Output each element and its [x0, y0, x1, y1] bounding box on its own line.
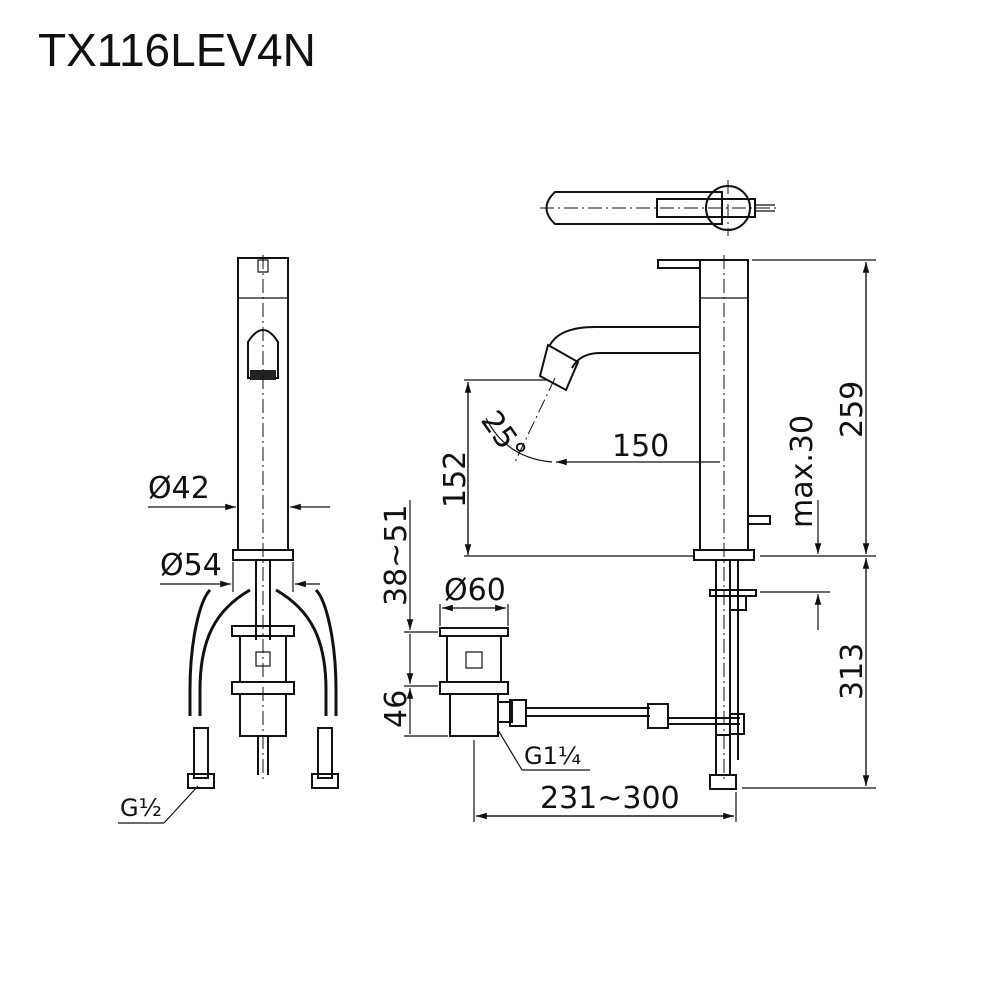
dim-range-231-300: 231~300	[540, 781, 680, 816]
front-base-ring	[232, 549, 294, 561]
side-waste-flange	[439, 627, 509, 637]
side-spout-upper	[549, 326, 700, 346]
side-spout-tip	[538, 343, 580, 392]
left-supply-hose	[198, 588, 251, 716]
top-view	[540, 180, 780, 236]
dim-range-38-51: 38~51	[379, 505, 414, 606]
top-spout	[545, 191, 723, 225]
right-hose-nut	[311, 773, 339, 789]
side-lever	[657, 259, 701, 269]
side-base-ring	[693, 549, 755, 561]
thread-g-one-quarter: G1¼	[524, 742, 581, 770]
popup-knob	[747, 515, 771, 525]
dim-height-313: 313	[835, 643, 870, 700]
drain-link-nut	[509, 699, 527, 727]
top-lever	[656, 198, 756, 218]
side-waste-body	[449, 693, 499, 737]
dim-diameter-42: Ø42	[148, 471, 210, 506]
thread-g-half: G½	[120, 794, 162, 822]
dim-height-259: 259	[835, 381, 870, 438]
dim-reach-150: 150	[612, 429, 669, 464]
dim-height-152: 152	[438, 451, 473, 508]
angle-arc	[485, 417, 553, 463]
dim-max-30: max.30	[785, 415, 820, 528]
front-aerator-opening	[247, 329, 279, 379]
dim-diameter-60: Ø60	[444, 573, 506, 608]
side-view: 152 25° 150 259 max.30 313 38~51 Ø60	[379, 255, 876, 822]
right-supply-hose	[275, 588, 328, 716]
left-hose-nut	[187, 773, 215, 789]
dim-diameter-54: Ø54	[160, 548, 222, 583]
front-view: Ø42 Ø54 G½	[118, 255, 339, 824]
side-hose-nut	[709, 774, 737, 790]
dim-height-46: 46	[379, 690, 414, 728]
front-waste-body	[239, 693, 287, 737]
dim-angle-25: 25°	[473, 405, 532, 469]
model-title: TX116LEV4N	[38, 24, 316, 76]
